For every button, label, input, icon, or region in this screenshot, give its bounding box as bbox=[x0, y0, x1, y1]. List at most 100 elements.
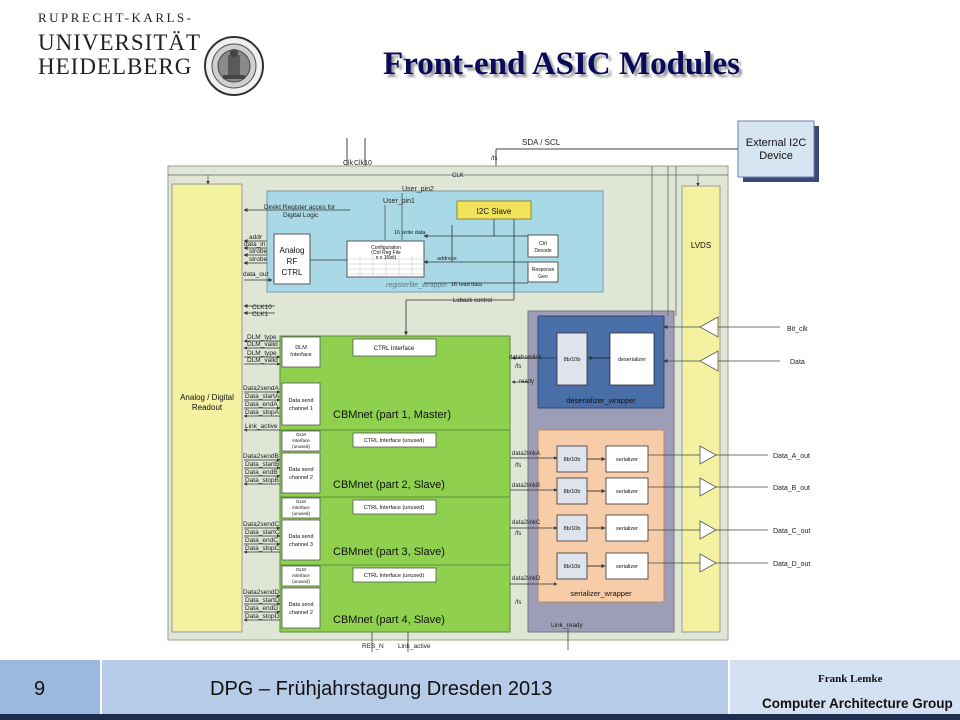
address-label: address bbox=[437, 256, 457, 262]
university-name-line2: UNIVERSITÄT bbox=[38, 30, 202, 55]
link-active-left: Link_active bbox=[245, 423, 278, 430]
serializer-wrapper-label: serializer_wrapper bbox=[570, 589, 632, 598]
external-i2c-device bbox=[737, 120, 815, 178]
dlm-unused-label-4b: Interface bbox=[292, 573, 310, 578]
response-gen-label1: Response bbox=[532, 267, 555, 273]
page-title: Front-end ASIC Modules bbox=[383, 46, 740, 82]
data-label: Data bbox=[790, 359, 805, 366]
serializer-8b10b-a bbox=[556, 445, 588, 473]
dlm-valid-2: DLM_valid bbox=[247, 357, 278, 364]
data-end-a: Data_endA bbox=[245, 401, 278, 408]
slide-number-panel: 9 bbox=[0, 660, 100, 720]
data-send-label-3: Data send bbox=[288, 534, 313, 540]
fs-mark-d: /fs bbox=[515, 600, 521, 606]
data-in-label: data_in bbox=[244, 241, 266, 248]
analog-digital-readout-block bbox=[171, 183, 243, 633]
out-buffer-c bbox=[699, 520, 717, 540]
dlm-interface-label1: DLM bbox=[295, 345, 307, 351]
serializer-label-a: serializer bbox=[616, 457, 638, 463]
university-name-line3: HEIDELBERG bbox=[38, 54, 193, 79]
serializer-block-a bbox=[605, 445, 649, 473]
slide-footer: 9 DPG – Frühjahrstagung Dresden 2013 Fra… bbox=[0, 660, 960, 720]
channel-label-4: channel 2 bbox=[289, 610, 313, 616]
data-send-channel-1 bbox=[281, 382, 321, 426]
link-active-label: Link_active bbox=[398, 643, 431, 650]
user-pin2-label: User_pin2 bbox=[402, 186, 434, 193]
read-data-label: 16 read data bbox=[451, 282, 483, 288]
readout-label1: Analog / Digital bbox=[180, 393, 234, 402]
fs-mark-c: /fs bbox=[515, 531, 521, 537]
i2c-slave-label: I2C Slave bbox=[477, 207, 512, 216]
conference-name: DPG – Frühjahrstagung Dresden 2013 bbox=[210, 678, 553, 700]
data2link-b-label: data2linkB bbox=[512, 483, 540, 489]
dlm-type-1: DLM_type bbox=[247, 334, 277, 341]
data-start-c: Data_startC bbox=[245, 529, 280, 536]
university-seal-icon bbox=[204, 36, 264, 96]
ctrl-decode-block bbox=[527, 234, 559, 258]
dlm-unused-label-4c: (unused) bbox=[292, 579, 310, 584]
config-label2: (Ctrl Reg File bbox=[371, 250, 401, 256]
ctrl-unused-label-4: CTRL Interface (unused) bbox=[364, 573, 424, 579]
data-start-b: Data_startB bbox=[245, 461, 279, 468]
data-end-c: Data_endC bbox=[245, 537, 278, 544]
out-buffer-d bbox=[699, 553, 717, 573]
data-stop-c: Data_stopC bbox=[245, 545, 280, 552]
dlm-type-2: DLM_type bbox=[247, 350, 277, 357]
data-d-out-label: Data_D_out bbox=[773, 561, 810, 568]
clk1-signal-label: CLK1 bbox=[252, 311, 269, 318]
dlm-unused-block-3 bbox=[281, 497, 321, 519]
clk10-label: Clk10 bbox=[354, 160, 372, 167]
clk10-signal-label: CLK10 bbox=[252, 304, 272, 311]
deserializer-8b10b bbox=[556, 332, 588, 386]
fs-mark-b: /fs bbox=[515, 463, 521, 469]
analog-rf-label2: RF bbox=[287, 257, 298, 266]
data2link-d-label: data2linkD bbox=[512, 576, 541, 582]
analog-rf-ctrl-block bbox=[273, 233, 311, 285]
deserializer-label: deserializer bbox=[618, 357, 646, 363]
dlm-unused-label-2c: (unused) bbox=[292, 444, 310, 449]
data2send-b: Data2sendB bbox=[243, 453, 279, 460]
dlm-unused-block-4 bbox=[281, 565, 321, 587]
direct-reg-label1: Direkt Register acces for bbox=[264, 204, 336, 211]
data-end-b: Data_endB bbox=[245, 469, 278, 476]
data-send-label-2: Data send bbox=[288, 467, 313, 473]
data-send-channel-2 bbox=[281, 452, 321, 494]
author-name: Frank Lemke bbox=[818, 673, 883, 685]
channel-label-2: channel 2 bbox=[289, 475, 313, 481]
conference-panel: DPG – Frühjahrstagung Dresden 2013 bbox=[102, 660, 728, 720]
serializer-8b10b-c bbox=[556, 514, 588, 542]
link-ready-label: Link_ready bbox=[551, 622, 584, 629]
data-end-d: Data_endD bbox=[245, 605, 278, 612]
ser-8b10b-label-d: 8b/10b bbox=[564, 564, 581, 570]
ser-8b10b-label-b: 8b/10b bbox=[564, 489, 581, 495]
analog-rf-label1: Analog bbox=[280, 246, 305, 255]
ctrl-decode-label2: Decode bbox=[534, 248, 551, 254]
dlm-unused-label-3a: DLM bbox=[296, 499, 306, 504]
external-i2c-label2: Device bbox=[759, 150, 793, 162]
ctrl-interface-block bbox=[352, 338, 437, 357]
user-pin1-label: User_pin1 bbox=[383, 198, 415, 205]
write-data-label: 16 write data bbox=[394, 230, 426, 236]
fs-mark: /fs bbox=[491, 156, 497, 162]
deser-8b10b-label: 8b/10b bbox=[564, 357, 581, 363]
footer-bottom-bar bbox=[0, 714, 960, 720]
dlm-unused-label-3b: Interface bbox=[292, 505, 310, 510]
dlm-unused-label-4a: DLM bbox=[296, 567, 306, 572]
data2link-c-label: data2linkC bbox=[512, 520, 541, 526]
data-send-label-4: Data send bbox=[288, 602, 313, 608]
data-c-out-label: Data_C_out bbox=[773, 528, 810, 535]
ctrl-decode-label1: Ctrl bbox=[539, 241, 547, 247]
ctrl-interface-unused-2 bbox=[352, 432, 437, 448]
analog-rf-label3: CTRL bbox=[282, 268, 303, 277]
lvds-label: LVDS bbox=[691, 241, 711, 250]
clk-bus-label: CLK bbox=[452, 173, 464, 179]
serializer-block-b bbox=[605, 477, 649, 505]
group-name: Computer Architecture Group bbox=[762, 696, 953, 711]
channel-label-1: channel 1 bbox=[289, 406, 313, 412]
clk-label: Clk bbox=[343, 160, 354, 167]
data-stop-d: Data_stopD bbox=[245, 613, 280, 620]
data-b-out-label: Data_B_out bbox=[773, 485, 810, 492]
ser-8b10b-label-a: 8b/10b bbox=[564, 457, 581, 463]
addr-label: addr bbox=[249, 234, 263, 241]
cbmnet-part2-label: CBMnet (part 2, Slave) bbox=[333, 479, 445, 491]
